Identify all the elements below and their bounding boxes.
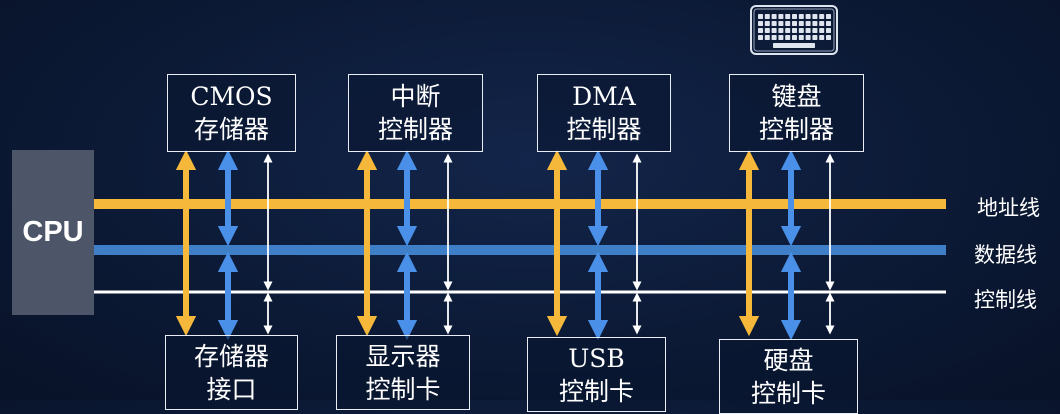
keyboard-key [764,21,770,26]
box-line1: CMOS [190,82,273,111]
keyboard-key [778,21,784,26]
keyboard-key [764,35,770,40]
keyboard-key [819,28,825,33]
keyboard-key [826,35,831,40]
display-card-box: 显示器 控制卡 [336,335,470,410]
box-line1: 存储器 [193,342,269,371]
keyboard-key [798,35,804,40]
harddisk-card-box: 硬盘 控制卡 [719,339,858,414]
box-line1: 中断 [390,82,441,111]
keyboard-key [792,14,797,19]
keyboard-key [812,35,818,40]
keyboard-key [798,21,804,26]
keyboard-key [758,35,763,40]
keyboard-controller-box: 键盘 控制器 [729,74,864,152]
keyboard-key [771,21,777,26]
keyboard-key [792,35,797,40]
keyboard-key [819,21,825,26]
storage-interface-box: 存储器 接口 [165,335,298,410]
box-line1: USB [568,344,625,373]
keyboard-key [778,28,784,33]
keyboard-key [805,28,811,33]
box-line1: 显示器 [365,342,441,371]
keyboard-key [758,14,763,19]
keyboard-key [785,35,791,40]
usb-card-box: USB 控制卡 [527,337,666,412]
dma-controller-box: DMA 控制器 [537,74,671,152]
box-line2: 控制卡 [558,377,634,406]
keyboard-key [785,28,791,33]
cpu-label: CPU [22,216,84,248]
keyboard-key [778,35,784,40]
keyboard-key [771,28,777,33]
keyboard-key [819,35,825,40]
address-bus-label: 地址线 [977,197,1040,220]
keyboard-icon [750,5,838,55]
data-bus-label: 数据线 [974,244,1037,267]
keyboard-key [805,21,811,26]
box-line2: 控制器 [566,115,642,144]
box-line1: 硬盘 [763,346,814,375]
keyboard-key [778,14,784,19]
box-line2: 控制卡 [365,375,441,404]
keyboard-key [826,14,831,19]
keyboard-key [826,21,831,26]
keyboard-key [798,28,804,33]
box-line2: 存储器 [193,115,269,144]
cmos-storage-box: CMOS 存储器 [167,74,296,152]
keyboard-key [785,14,791,19]
keyboard-key [785,21,791,26]
control-bus-label: 控制线 [974,289,1037,312]
keyboard-key [764,14,770,19]
cpu-block: CPU [12,150,94,315]
keyboard-key [812,21,818,26]
keyboard-spacebar [773,43,815,48]
keyboard-key [826,28,831,33]
keyboard-key [812,14,818,19]
keyboard-key [771,14,777,19]
keyboard-key [764,28,770,33]
keyboard-key [758,21,763,26]
keyboard-key [805,14,811,19]
bus-diagram [94,5,946,341]
box-line2: 接口 [206,375,257,404]
box-line2: 控制器 [758,115,834,144]
keyboard-key [798,14,804,19]
box-line1: DMA [572,82,636,111]
keyboard-key [758,28,763,33]
keyboard-key [771,35,777,40]
keyboard-key [792,28,797,33]
interrupt-controller-box: 中断 控制器 [348,74,483,152]
box-line2: 控制卡 [750,379,826,408]
box-line2: 控制器 [377,115,453,144]
keyboard-key [792,21,797,26]
box-line1: 键盘 [771,82,822,111]
keyboard-key [812,28,818,33]
connection-arrows [175,149,835,341]
keyboard-key [805,35,811,40]
keyboard-key [819,14,825,19]
